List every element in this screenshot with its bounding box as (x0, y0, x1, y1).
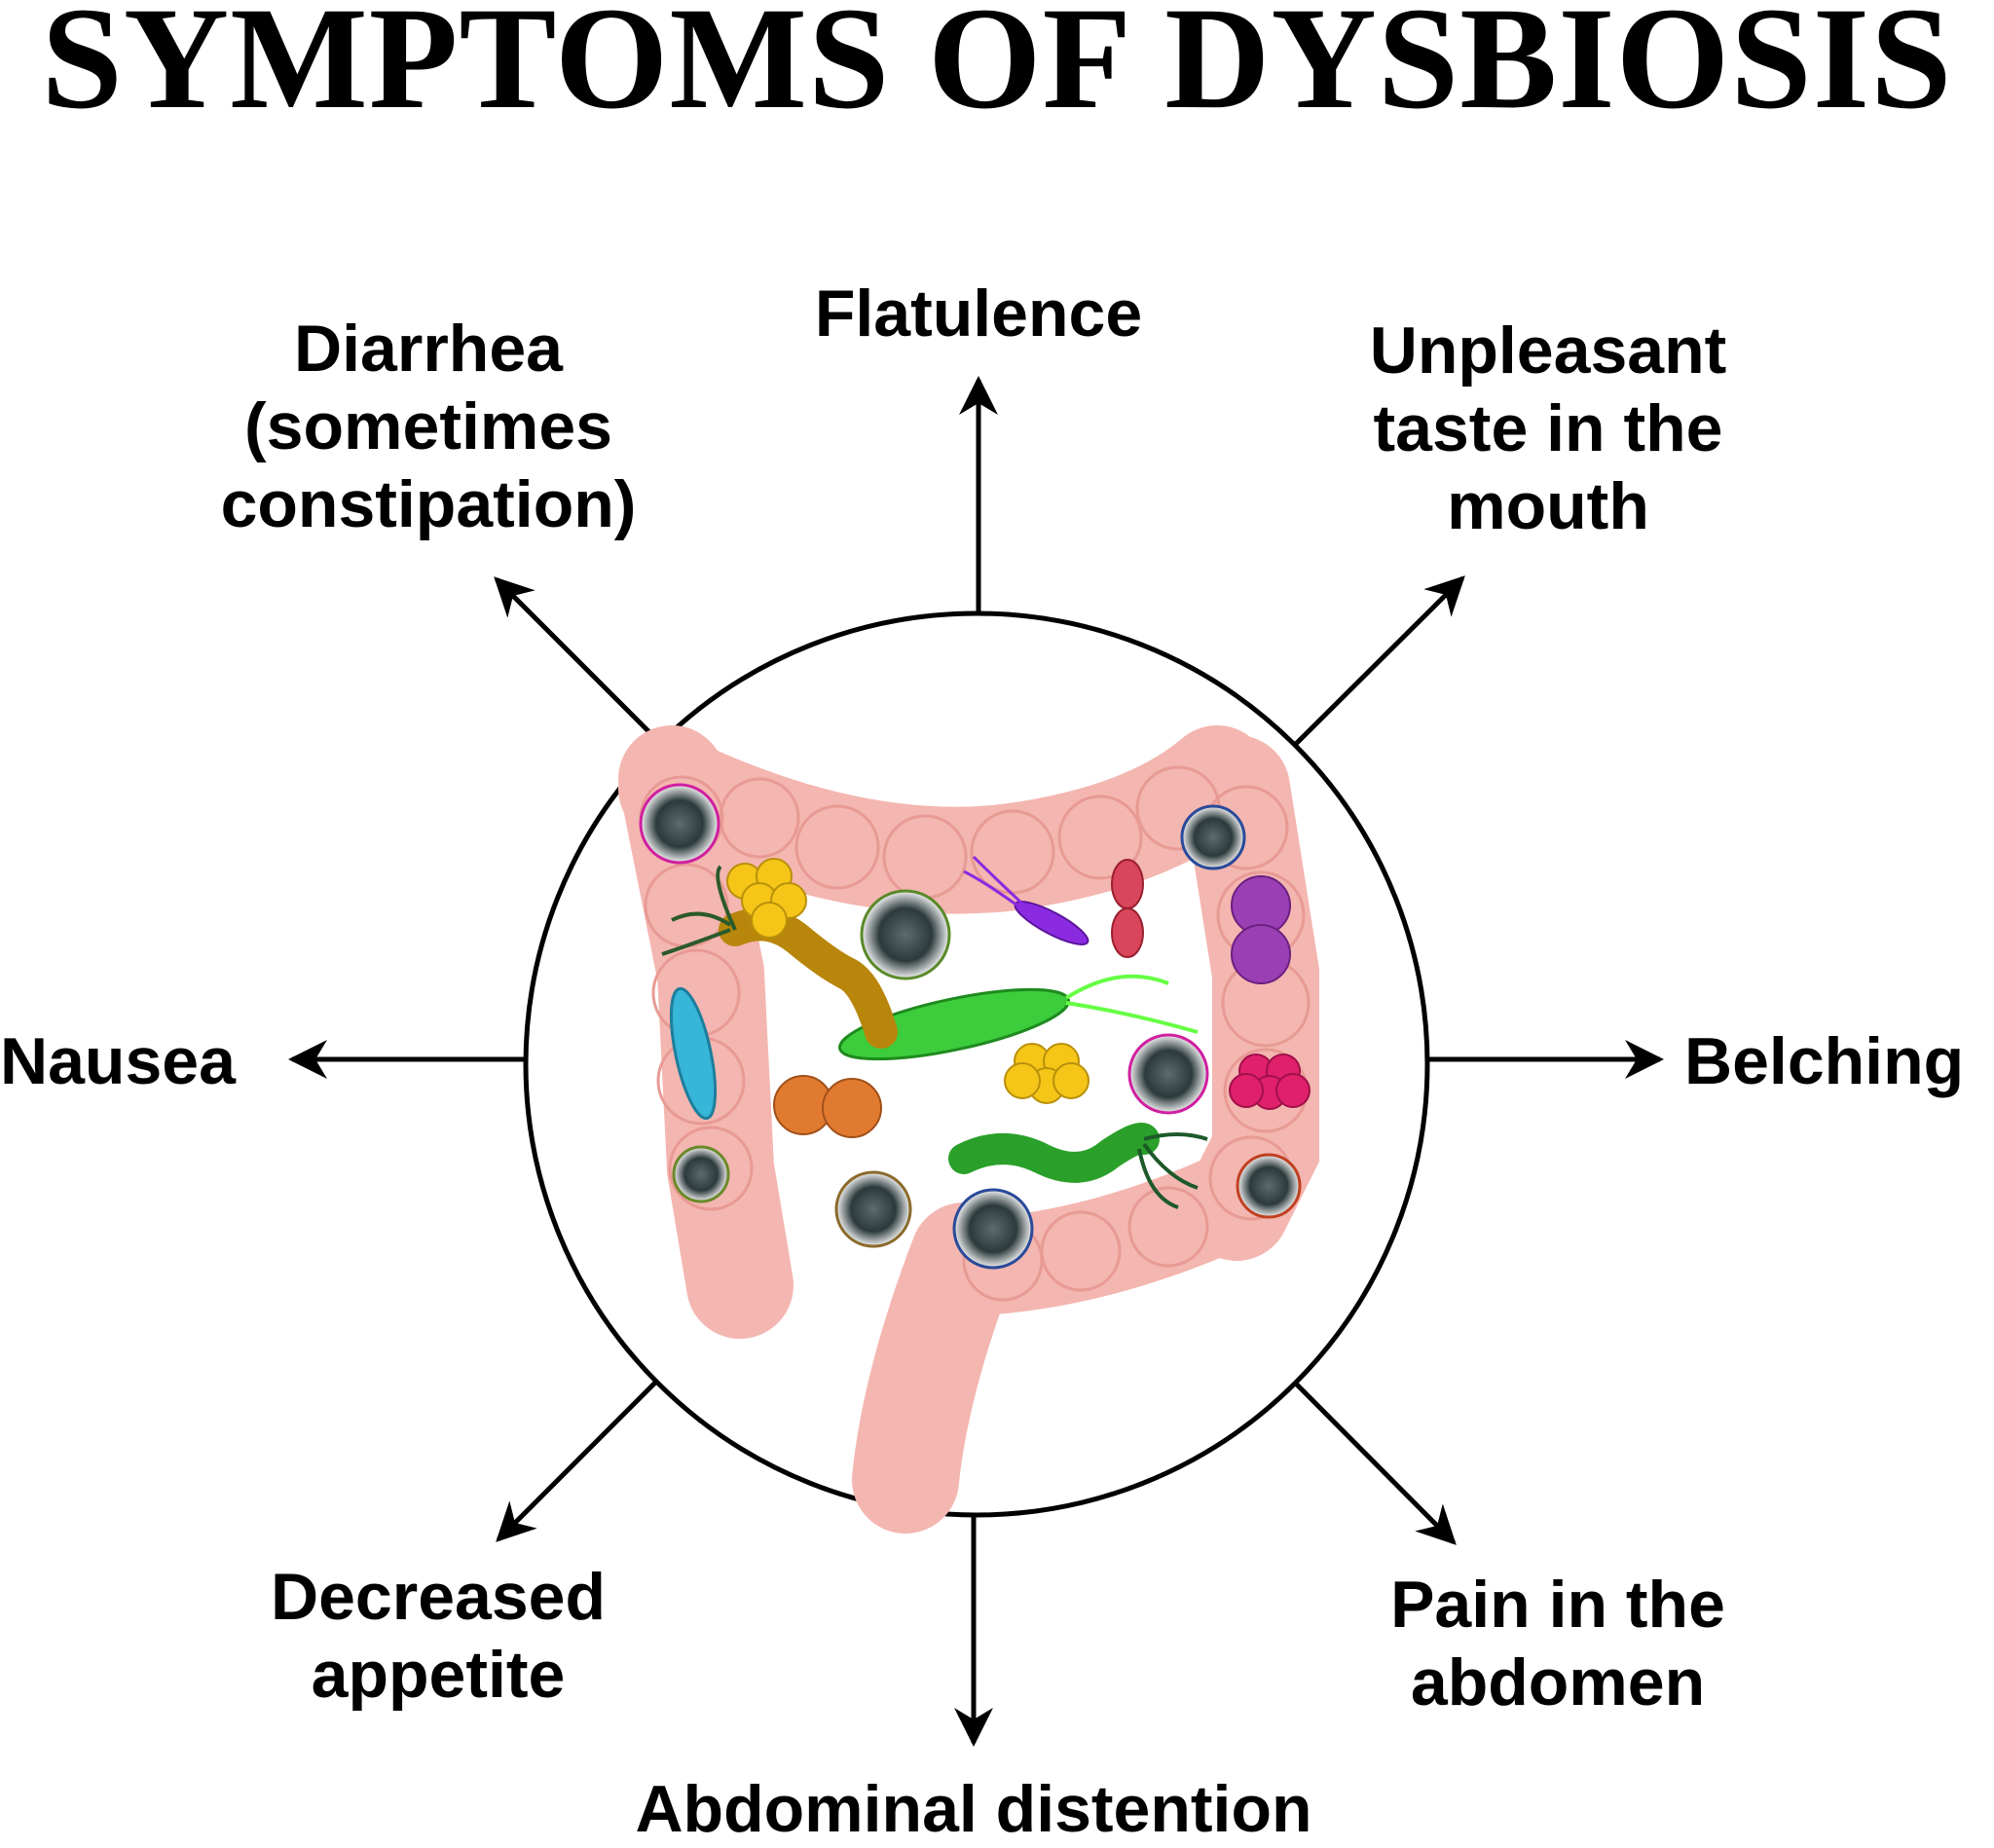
arrows (288, 376, 1664, 1747)
diagram-title: SYMPTOMS OF DYSBIOSIS (41, 0, 1953, 139)
blue-rod-bacterium (669, 986, 718, 1121)
label-line: Nausea (0, 1024, 236, 1098)
label-line: taste in the (1373, 391, 1723, 465)
label-line: Decreased (270, 1560, 607, 1634)
label-line: mouth (1447, 469, 1649, 543)
label-line: (sometimes (244, 389, 612, 463)
arrow-pain-abdomen (1293, 1381, 1457, 1545)
label-decreased-appetite: Decreased appetite (214, 1558, 662, 1714)
arrow-decreased-appetite (496, 1381, 657, 1542)
arrow-unpleasant-taste (1293, 575, 1465, 747)
microbes (639, 783, 1311, 1270)
green-rod-bacterium (837, 987, 1071, 1061)
purple-diplococcus (1231, 875, 1291, 984)
label-belching: Belching (1684, 1022, 1994, 1100)
label-line: Abdominal distention (635, 1772, 1312, 1846)
green-spiral-bacterium (948, 1123, 1160, 1183)
label-line: appetite (311, 1638, 566, 1712)
label-flatulence: Flatulence (759, 275, 1198, 352)
red-diplococcus (1111, 859, 1144, 958)
label-line: Unpleasant (1369, 314, 1727, 388)
label-line: Pain in the (1390, 1568, 1725, 1642)
label-abdominal-distention: Abdominal distention (545, 1770, 1402, 1848)
label-line: abdomen (1410, 1645, 1706, 1719)
arrow-diarrhea (494, 576, 659, 742)
yellow-cocci-cluster-2 (1004, 1043, 1089, 1104)
label-line: constipation) (220, 467, 637, 541)
pink-cocci-cluster (1229, 1053, 1311, 1110)
orange-diplococcus (773, 1075, 882, 1138)
label-unpleasant-taste: Unpleasant taste in the mouth (1324, 312, 1772, 545)
label-nausea: Nausea (0, 1022, 273, 1100)
yellow-cocci-cluster (726, 858, 807, 939)
label-line: Diarrhea (294, 312, 563, 386)
label-line: Belching (1684, 1024, 1965, 1098)
label-line: Flatulence (814, 277, 1143, 351)
label-diarrhea: Diarrhea (sometimes constipation) (175, 310, 682, 543)
label-pain-abdomen: Pain in the abdomen (1334, 1566, 1782, 1721)
virus-particles (639, 783, 1302, 1270)
